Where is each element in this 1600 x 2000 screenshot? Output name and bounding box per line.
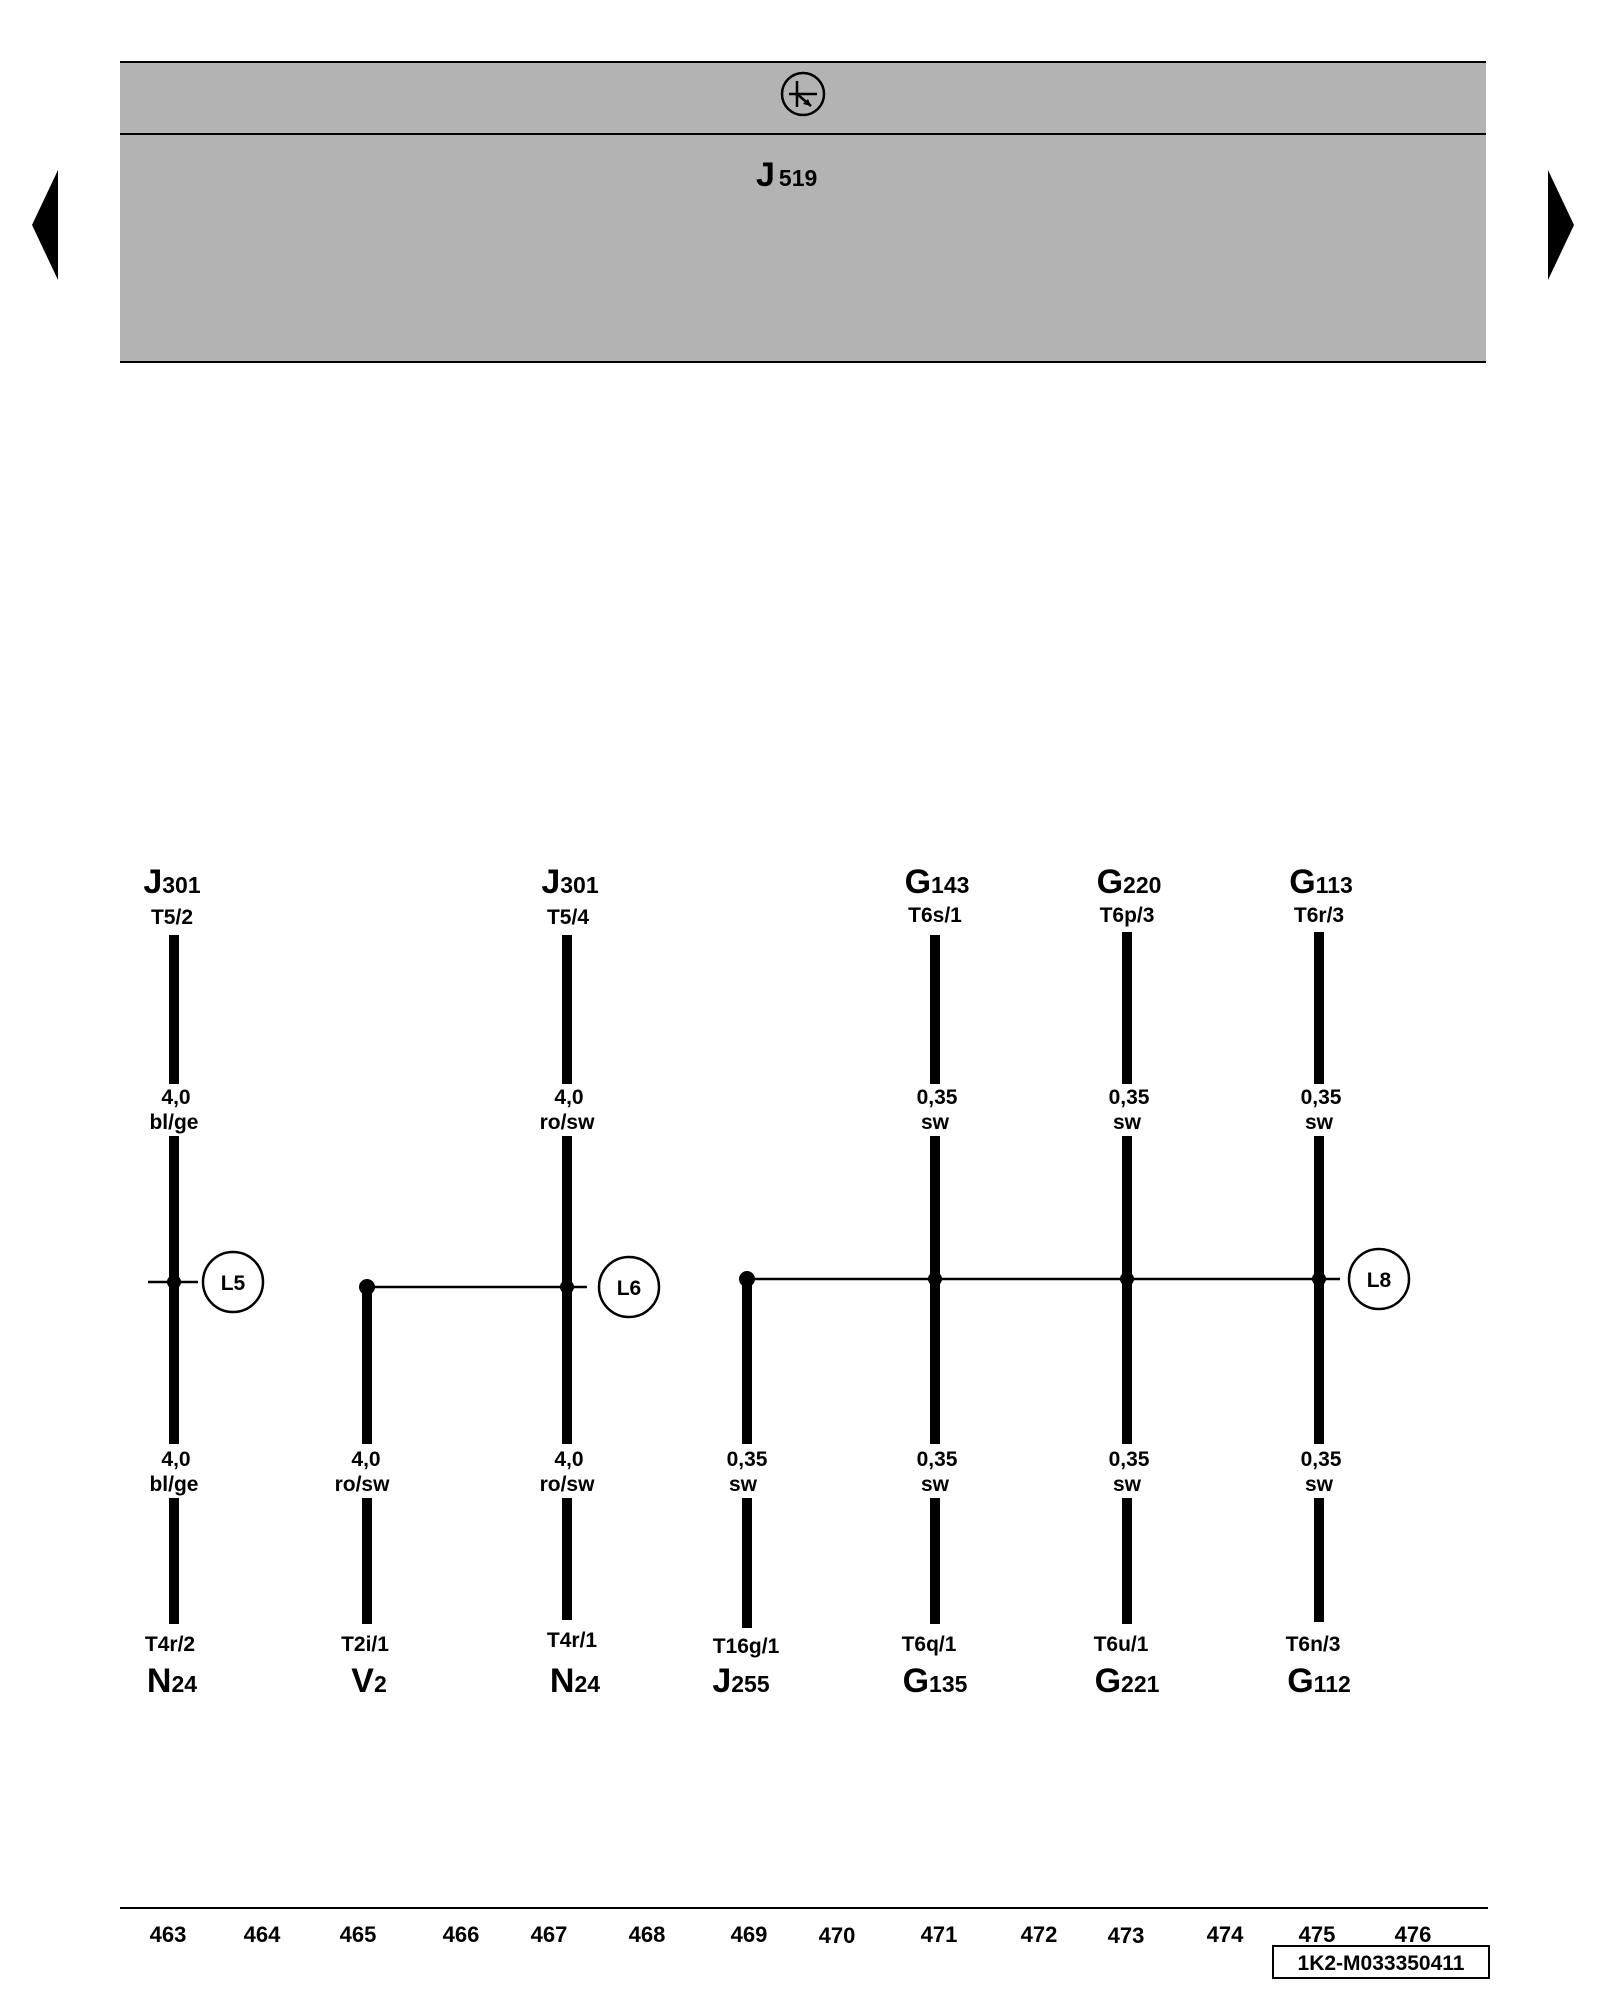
wire-size-label: 0,35 (1301, 1086, 1342, 1109)
junction-dot (359, 1279, 375, 1295)
top-component-label: G143 (905, 863, 970, 901)
wire-size-label: 4,0 (554, 1448, 583, 1471)
scale-number: 467 (531, 1922, 568, 1947)
top-component-label: J301 (143, 863, 201, 901)
wire-color-label: sw (1113, 1111, 1142, 1134)
doc-id-label: 1K2-M033350411 (1298, 1952, 1465, 1975)
junction-dot (1120, 1272, 1134, 1286)
wire-size-label: 4,0 (161, 1448, 190, 1471)
junction-dot (167, 1275, 181, 1289)
upper-wire-labels: 4,0 bl/ge 4,0 ro/sw 0,35 sw 0,35 sw 0,35… (149, 1086, 1341, 1134)
bottom-pin-label: T2i/1 (341, 1633, 389, 1656)
scale-number: 463 (150, 1922, 187, 1947)
scale-number: 469 (731, 1922, 768, 1947)
wire-color-label: bl/ge (149, 1473, 198, 1496)
bottom-component-label: G135 (903, 1662, 968, 1700)
bottom-component-label: N24 (550, 1662, 600, 1700)
top-component-label: G113 (1289, 863, 1353, 901)
splice-l8-label: L8 (1367, 1269, 1392, 1292)
wire-color-label: sw (729, 1473, 758, 1496)
scale-number: 470 (819, 1923, 856, 1948)
wire-color-label: sw (1305, 1473, 1334, 1496)
wire-column-471 (928, 935, 942, 1624)
wire-color-label: sw (1113, 1473, 1142, 1496)
bottom-pin-label: T4r/2 (145, 1633, 195, 1656)
wire-size-label: 0,35 (1109, 1086, 1150, 1109)
scale-number: 468 (629, 1922, 666, 1947)
top-labels: J301 T5/2 J301 T5/4 G143 T6s/1 G220 T6p/… (143, 863, 1352, 929)
scale-number: 464 (244, 1922, 281, 1947)
wire-size-label: 4,0 (351, 1448, 380, 1471)
scale-number: 472 (1021, 1922, 1058, 1947)
top-pin-label: T5/4 (547, 906, 589, 929)
bottom-pin-label: T6u/1 (1094, 1633, 1149, 1656)
bottom-pin-label: T16g/1 (713, 1635, 780, 1658)
top-pin-label: T6s/1 (908, 904, 962, 927)
splice-l5: L5 (201, 1250, 265, 1314)
scale-number: 473 (1108, 1923, 1145, 1948)
wire-size-label: 0,35 (1301, 1448, 1342, 1471)
wire-size-label: 0,35 (917, 1448, 958, 1471)
wire-color-label: ro/sw (540, 1473, 596, 1496)
junction-dot (928, 1272, 942, 1286)
ground-point-symbol-icon (780, 71, 826, 117)
wire-color-label: bl/ge (149, 1111, 198, 1134)
bottom-component-label: J255 (712, 1662, 770, 1700)
wire-color-label: ro/sw (335, 1473, 391, 1496)
wire-size-label: 0,35 (727, 1448, 768, 1471)
splice-l6: L6 (567, 1255, 661, 1319)
bottom-component-label: N24 (147, 1662, 197, 1700)
lower-wire-labels: 4,0 bl/ge 4,0 ro/sw 4,0 ro/sw 0,35 sw 0,… (149, 1448, 1341, 1496)
scale-number: 476 (1395, 1922, 1432, 1947)
header-component-sub: 519 (779, 165, 817, 191)
triangle-right-icon[interactable] (1548, 170, 1574, 280)
header-component-letter: J (756, 156, 775, 194)
top-pin-label: T6p/3 (1100, 904, 1155, 927)
junction-dot (1312, 1272, 1326, 1286)
bottom-component-label: G112 (1287, 1662, 1351, 1700)
scale-number: 475 (1299, 1922, 1336, 1947)
top-pin-label: T6r/3 (1294, 904, 1344, 927)
scale-number: 474 (1207, 1922, 1244, 1947)
scale-number: 465 (340, 1922, 377, 1947)
scale-number: 471 (921, 1922, 958, 1947)
splice-l6-label: L6 (617, 1277, 642, 1300)
bottom-labels: T4r/2 N24 T2i/1 V2 T4r/1 N24 T16g/1 J255… (145, 1629, 1351, 1700)
bottom-component-label: G221 (1095, 1662, 1160, 1700)
junction-dot (739, 1271, 755, 1287)
top-pin-label: T5/2 (151, 906, 193, 929)
bottom-pin-label: T6q/1 (902, 1633, 957, 1656)
bottom-pin-label: T6n/3 (1286, 1633, 1341, 1656)
wire-column-463 (167, 935, 181, 1624)
wire-color-label: sw (1305, 1111, 1334, 1134)
wire-column-465 (359, 1279, 375, 1624)
wire-column-473 (1120, 932, 1134, 1624)
wire-column-467 (560, 935, 574, 1620)
wire-color-label: ro/sw (540, 1111, 596, 1134)
wire-size-label: 4,0 (554, 1086, 583, 1109)
wire-color-label: sw (921, 1473, 950, 1496)
wire-column-469 (739, 1271, 755, 1628)
triangle-left-icon[interactable] (32, 170, 58, 280)
header-background (120, 62, 1486, 362)
wire-column-475 (1312, 932, 1326, 1622)
splice-l8: L8 (1347, 1247, 1411, 1311)
bottom-pin-label: T4r/1 (547, 1629, 598, 1652)
wire-size-label: 0,35 (917, 1086, 958, 1109)
wire-size-label: 0,35 (1109, 1448, 1150, 1471)
bottom-component-label: V2 (351, 1662, 386, 1700)
wire-size-label: 4,0 (161, 1086, 190, 1109)
scale-numbers: 463 464 465 466 467 468 469 470 471 472 … (150, 1922, 1432, 1948)
top-component-label: G220 (1097, 863, 1162, 901)
doc-id-box: 1K2-M033350411 (1272, 1945, 1490, 1979)
scale-number: 466 (443, 1922, 480, 1947)
wire-color-label: sw (921, 1111, 950, 1134)
top-component-label: J301 (541, 863, 599, 901)
splice-l5-label: L5 (221, 1272, 246, 1295)
